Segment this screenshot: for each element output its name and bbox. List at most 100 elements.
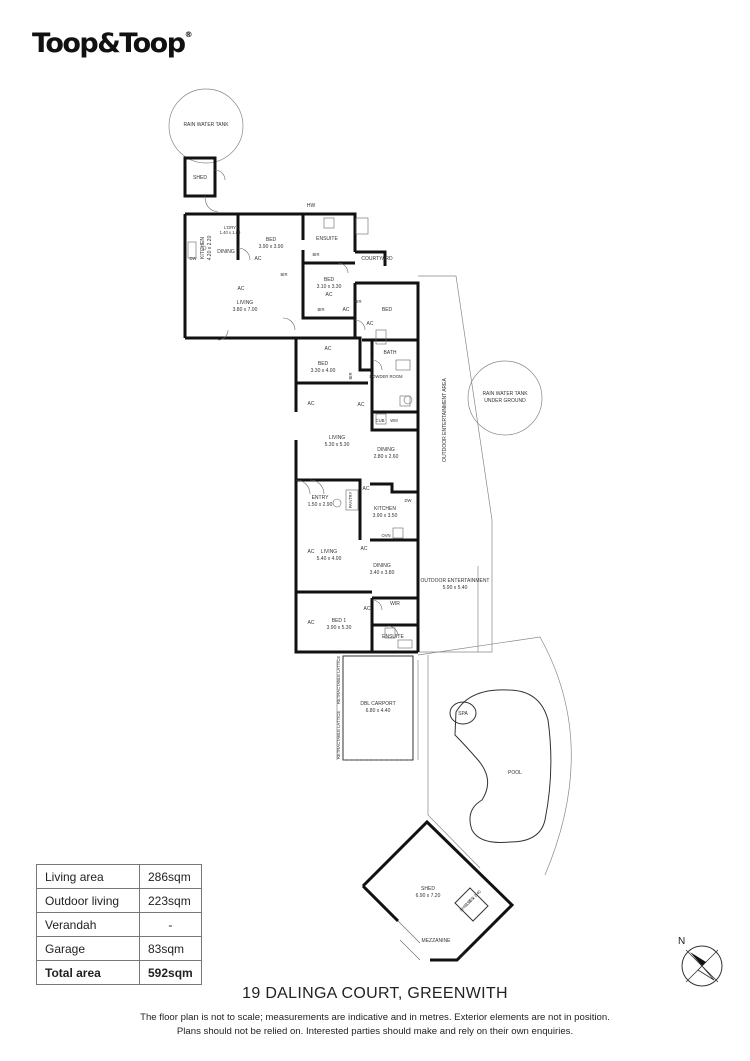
room-ldry: L'DRY [224,225,236,230]
area-value: - [139,912,202,937]
bir-label: BIR [281,272,288,277]
shed-big-label: SHED [421,886,435,892]
room-dining-s: DINING [373,563,391,569]
brand-logo: Toop&Toop® [32,28,193,59]
ac-label: AC [363,486,370,492]
shed-small [183,156,217,198]
outdoor-ent-dim: 5.90 x 5.40 [443,585,468,591]
room-bed-mid-dim: 3.10 x 3.30 [317,284,342,290]
ac-label: AC [308,549,315,555]
outdoor-area-label: OUTDOOR ENTERTAINMENT AREA [442,378,448,462]
hw-label: HW [307,203,316,209]
room-bath: BATH [384,350,397,356]
carport-label: DBL CARPORT [360,701,395,707]
area-label: Garage [36,936,140,961]
cupboard-label: CUB [376,418,385,423]
ac-label: AC [238,286,245,292]
dw-label: DW [405,498,412,503]
room-living-w-dim: 3.80 x 7.00 [233,307,258,313]
room-kitchen-c-dim: 3.90 x 3.50 [373,513,398,519]
room-pantry: PANTRY [348,491,353,508]
area-label: Verandah [36,912,140,937]
shed-big [361,819,515,962]
room-bed1: BED 1 [332,618,347,624]
north-compass-icon: N [678,936,723,987]
room-bed-nw-dim: 3.90 x 3.90 [259,244,284,250]
area-label: Total area [36,960,140,985]
area-value: 592sqm [139,960,202,985]
room-kitchen-w: KITCHEN [200,237,206,259]
room-powder: POWDER ROOM [369,374,403,379]
carport [336,655,419,761]
room-dining-w: DINING [217,249,235,255]
area-label: Living area [36,864,140,889]
bir-label: BIR [348,373,353,380]
shed-big-dim: 6.90 x 7.20 [416,893,441,899]
room-living-w: LIVING [237,300,254,306]
room-bed-mid: BED [324,277,335,283]
room-entry-dim: 1.50 x 2.90 [308,502,333,508]
ac-label: AC [326,292,333,298]
ac-label: AC [308,620,315,626]
ac-label: AC [361,546,368,552]
ac-markers: AC AC AC AC AC AC AC AC AC AC AC AC AC [238,256,374,626]
room-living-s: LIVING [321,549,338,555]
ac-label: AC [325,346,332,352]
property-address: 19 DALINGA COURT, GREENWITH [242,985,508,1002]
shed-small-label: SHED [193,175,207,181]
room-living-c: LIVING [329,435,346,441]
outdoor-ent-label: OUTDOOR ENTERTAINMENT [421,578,490,584]
retractable-label-2: RETRACTABLE LATTICE [336,711,341,759]
pool [454,689,552,843]
oven-label: OVN [381,533,390,538]
rain-water-tank [168,88,244,164]
retractable-label-1: RETRACTABLE LATTICE [336,656,341,704]
room-bed-c: BED [318,361,329,367]
exit-label: EXIT [458,949,468,959]
courtyard-label: COURTYARD [361,256,393,262]
room-living-s-dim: 5.40 x 4.00 [317,556,342,562]
rain-tank-label: RAIN WATER TANK [183,122,229,128]
disclaimer: The floor plan is not to scale; measurem… [100,1011,650,1039]
bir-label: BIR [313,252,320,257]
area-value: 286sqm [139,864,202,889]
wm-label: WM [390,418,398,423]
ac-label: AC [367,321,374,327]
area-value: 223sqm [139,888,202,913]
bir-label: BIR [355,299,362,304]
ac-label: AC [308,401,315,407]
room-kitchen-w-dim: 4.20 x 2.20 [207,235,213,260]
bir-label: BIR [318,307,325,312]
rain-tank-ug-label-1: RAIN WATER TANK [482,391,528,397]
area-value: 83sqm [139,936,202,961]
compass-label: N [678,936,685,947]
site-outline [168,88,572,876]
disclaimer-line-2: Plans should not be relied on. Intereste… [176,1026,574,1037]
pool-label: POOL [508,770,522,776]
room-wir: WIR [390,601,400,607]
room-ensuite-s: ENSUITE [382,634,404,640]
room-ensuite-n: ENSUITE [316,236,338,242]
room-entry: ENTRY [312,495,330,501]
spa [449,701,477,725]
room-bed-nw: BED [266,237,277,243]
house-walls [183,212,420,654]
ac-label: AC [343,307,350,313]
room-ldry-dim: 1.40 x 1.60 [220,230,241,235]
logo-text: Toop&Toop [32,28,186,59]
room-dining-s-dim: 3.40 x 3.80 [370,570,395,576]
room-dining-c-dim: 2.80 x 2.60 [374,454,399,460]
rain-tank-ug-label-2: UNDER GROUND [484,398,526,404]
area-label: Outdoor living [36,888,140,913]
dw-label: DW [190,256,197,261]
room-bed1-dim: 3.90 x 5.30 [327,625,352,631]
rain-water-tank-underground [467,360,543,436]
room-kitchen-c: KITCHEN [374,506,396,512]
room-living-c-dim: 5.30 x 5.30 [325,442,350,448]
